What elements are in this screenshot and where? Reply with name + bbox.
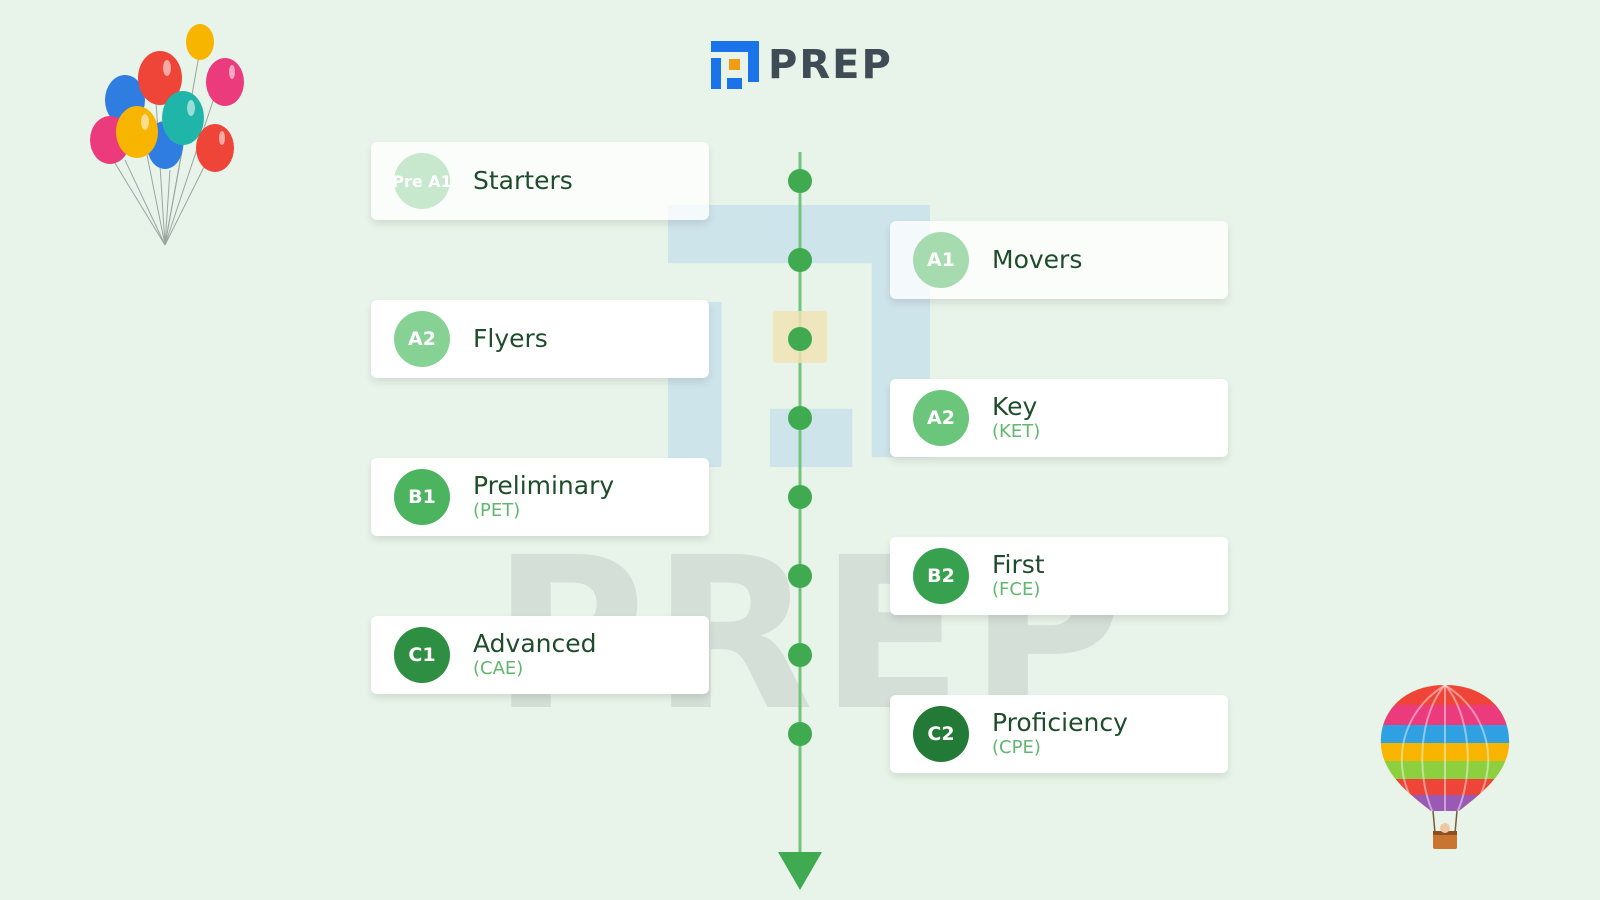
level-card: A2 Flyers xyxy=(371,300,709,378)
timeline-dot xyxy=(788,169,812,193)
level-code: (FCE) xyxy=(992,579,1041,600)
level-card: Pre A1 Starters xyxy=(371,142,709,220)
level-code: (CAE) xyxy=(473,658,524,679)
level-card-body: Starters xyxy=(473,167,573,195)
level-name: Starters xyxy=(473,166,573,195)
level-card-body: Advanced(CAE) xyxy=(473,630,597,680)
timeline-dot xyxy=(788,564,812,588)
level-badge: A1 xyxy=(913,232,969,288)
level-card: C2 Proficiency(CPE) xyxy=(890,695,1228,773)
timeline-dot xyxy=(788,248,812,272)
level-card-body: Movers xyxy=(992,246,1082,274)
timeline-dot xyxy=(788,643,812,667)
level-name: Proficiency xyxy=(992,708,1128,737)
level-name: Advanced xyxy=(473,629,597,658)
level-code: (KET) xyxy=(992,421,1041,442)
level-card-body: First(FCE) xyxy=(992,551,1045,601)
level-badge: Pre A1 xyxy=(394,153,450,209)
level-badge: B1 xyxy=(394,469,450,525)
balloons-icon xyxy=(90,24,244,246)
timeline-arrow-icon xyxy=(778,852,822,890)
level-badge: C2 xyxy=(913,706,969,762)
level-card: B2 First(FCE) xyxy=(890,537,1228,615)
level-name: Flyers xyxy=(473,324,548,353)
level-name: Movers xyxy=(992,245,1083,274)
level-card-body: Preliminary(PET) xyxy=(473,472,614,522)
brand-name: PREP xyxy=(768,42,893,88)
level-card: A1 Movers xyxy=(890,221,1228,299)
level-card: C1 Advanced(CAE) xyxy=(371,616,709,694)
level-code: (PET) xyxy=(473,500,521,521)
level-card-body: Key(KET) xyxy=(992,393,1040,443)
brand-logo: PREP xyxy=(708,38,893,92)
level-card: B1 Preliminary(PET) xyxy=(371,458,709,536)
level-name: Key xyxy=(992,392,1038,421)
timeline-dot xyxy=(788,327,812,351)
timeline-dot xyxy=(788,722,812,746)
level-card: A2 Key(KET) xyxy=(890,379,1228,457)
level-card-body: Flyers xyxy=(473,325,548,353)
level-code: (CPE) xyxy=(992,737,1041,758)
level-badge: A2 xyxy=(913,390,969,446)
level-badge: B2 xyxy=(913,548,969,604)
level-card-body: Proficiency(CPE) xyxy=(992,709,1128,759)
timeline-dot xyxy=(788,485,812,509)
level-badge: C1 xyxy=(394,627,450,683)
prep-logo-icon xyxy=(711,41,759,89)
timeline-dot xyxy=(788,406,812,430)
hot-air-balloon-icon xyxy=(1380,685,1510,849)
level-name: Preliminary xyxy=(473,471,615,500)
level-badge: A2 xyxy=(394,311,450,367)
level-name: First xyxy=(992,550,1045,579)
